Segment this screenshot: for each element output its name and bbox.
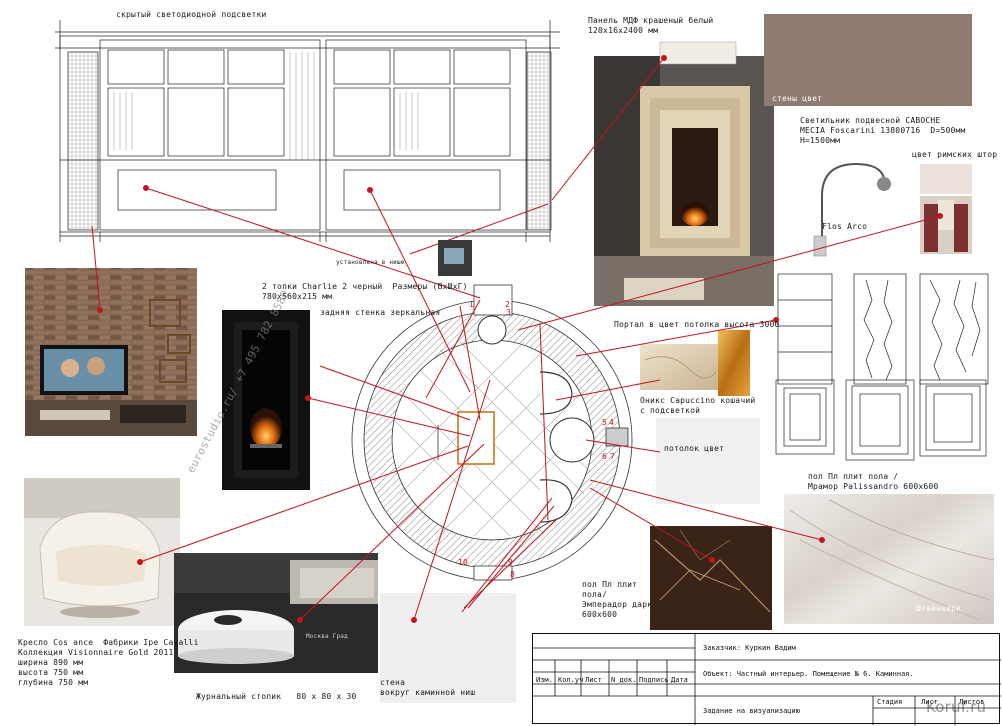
label-shtayner: Штайнверк (916, 604, 962, 613)
label-ceiling-color: потолок цвет (664, 444, 725, 453)
tb-header-3: N док. (611, 676, 637, 684)
label-chair-spec: Кресло Cos ance Фабрики Ipe Cavalli Колл… (18, 638, 199, 687)
tb-stage: Стадия (877, 698, 903, 706)
tb-header-2: Лист (585, 676, 602, 684)
marble-palissandro-swatch (784, 494, 995, 624)
label-small-note: установлена в нише (336, 259, 405, 266)
curtain-photo (920, 196, 972, 254)
flos-arco-lamp-drawing (813, 162, 891, 257)
label-curtain-color: цвет римских штор (912, 150, 998, 159)
plan-number-4: 4 (609, 418, 615, 427)
portal-elevations (775, 273, 989, 461)
label-wall-bottom: стена вокруг каминной ниш (380, 678, 476, 697)
portal-fireplace-photo (594, 41, 774, 306)
tb-task: Задание на визуализацию (703, 707, 800, 715)
fireplace-charlie-photo (222, 310, 310, 490)
tv-wall-photo (25, 268, 197, 436)
plan-number-3: 3 (506, 308, 512, 317)
koruf-watermark: Koruf.ru (926, 698, 987, 716)
curtain-color-swatch (920, 164, 972, 194)
label-marble-palissandro: пол Пл плит пола / Мрамор Palissandro 60… (808, 472, 939, 491)
tb-header-0: Изм. (536, 676, 553, 684)
label-marble-emperador: пол Пл плит пола/ Эмперадор дарк 600х600 (582, 580, 653, 619)
tb-customer: Заказчик: Куркин Вадим (703, 644, 796, 652)
label-mirror-wall: задняя стенка зеркальная (320, 308, 441, 317)
tb-header-1: Кол.уч (558, 676, 584, 684)
tb-header-4: Подпись (639, 676, 669, 684)
wall-color-swatch (764, 14, 972, 106)
plan-number-1: 1 (469, 300, 475, 309)
room-plan-drawing (351, 284, 633, 581)
plan-number-7: 7 (610, 452, 616, 461)
plan-number-8: 8 (510, 570, 516, 579)
label-fireplace-spec: 2 топки Charlie 2 черный Размеры (ВхШхГ)… (262, 282, 468, 301)
label-wall-color: стены цвет (772, 94, 823, 103)
plan-number-5: 5 (602, 418, 608, 427)
plan-number-10: 10 (458, 558, 469, 567)
title-block: Изм. Кол.уч Лист N док. Подпись Дата Зак… (532, 633, 1001, 725)
armchair-photo (24, 478, 180, 626)
plan-number-6: 6 (602, 452, 608, 461)
tb-object: Объект: Частный интерьер. Помещение № 6.… (703, 670, 914, 678)
niche-thumbnail-screen (444, 248, 464, 264)
tb-sheet: Лист (921, 698, 938, 706)
label-elevation-top: скрытый светодиодной подсветки (116, 10, 267, 19)
tb-sheets: Листов (959, 698, 985, 706)
label-portal-note: Портал в цвет потолка высота 3000 (614, 320, 780, 329)
label-flos-arco: Flos Arco (822, 222, 868, 231)
annotation-leader-lines (91, 55, 943, 623)
wall-niche-swatch (380, 593, 516, 703)
tb-header-5: Дата (671, 676, 688, 684)
marble-emperador-swatch (650, 526, 772, 630)
plan-number-9: 9 (508, 558, 514, 567)
label-onyx-note: Оникс Capuccino кошачий с подсветкой (640, 396, 756, 415)
coffee-table-photo (174, 553, 378, 673)
onyx-swatches (640, 330, 750, 396)
label-lamp-spec: Светильник подвесной САВОСНЕ МЕСIА Fosca… (800, 116, 966, 145)
label-mdf-panel: Панель МДФ крашеный белый 120х16х2400 мм (588, 16, 714, 35)
title-block-grid (533, 634, 1001, 725)
plan-number-2: 2 (505, 300, 511, 309)
label-moscow: Москва Град (306, 633, 348, 640)
label-table-spec: Журнальный столик 80 х 80 х 30 (196, 692, 357, 701)
wall-elevation-drawing (55, 20, 560, 242)
ceiling-color-swatch (656, 418, 760, 504)
